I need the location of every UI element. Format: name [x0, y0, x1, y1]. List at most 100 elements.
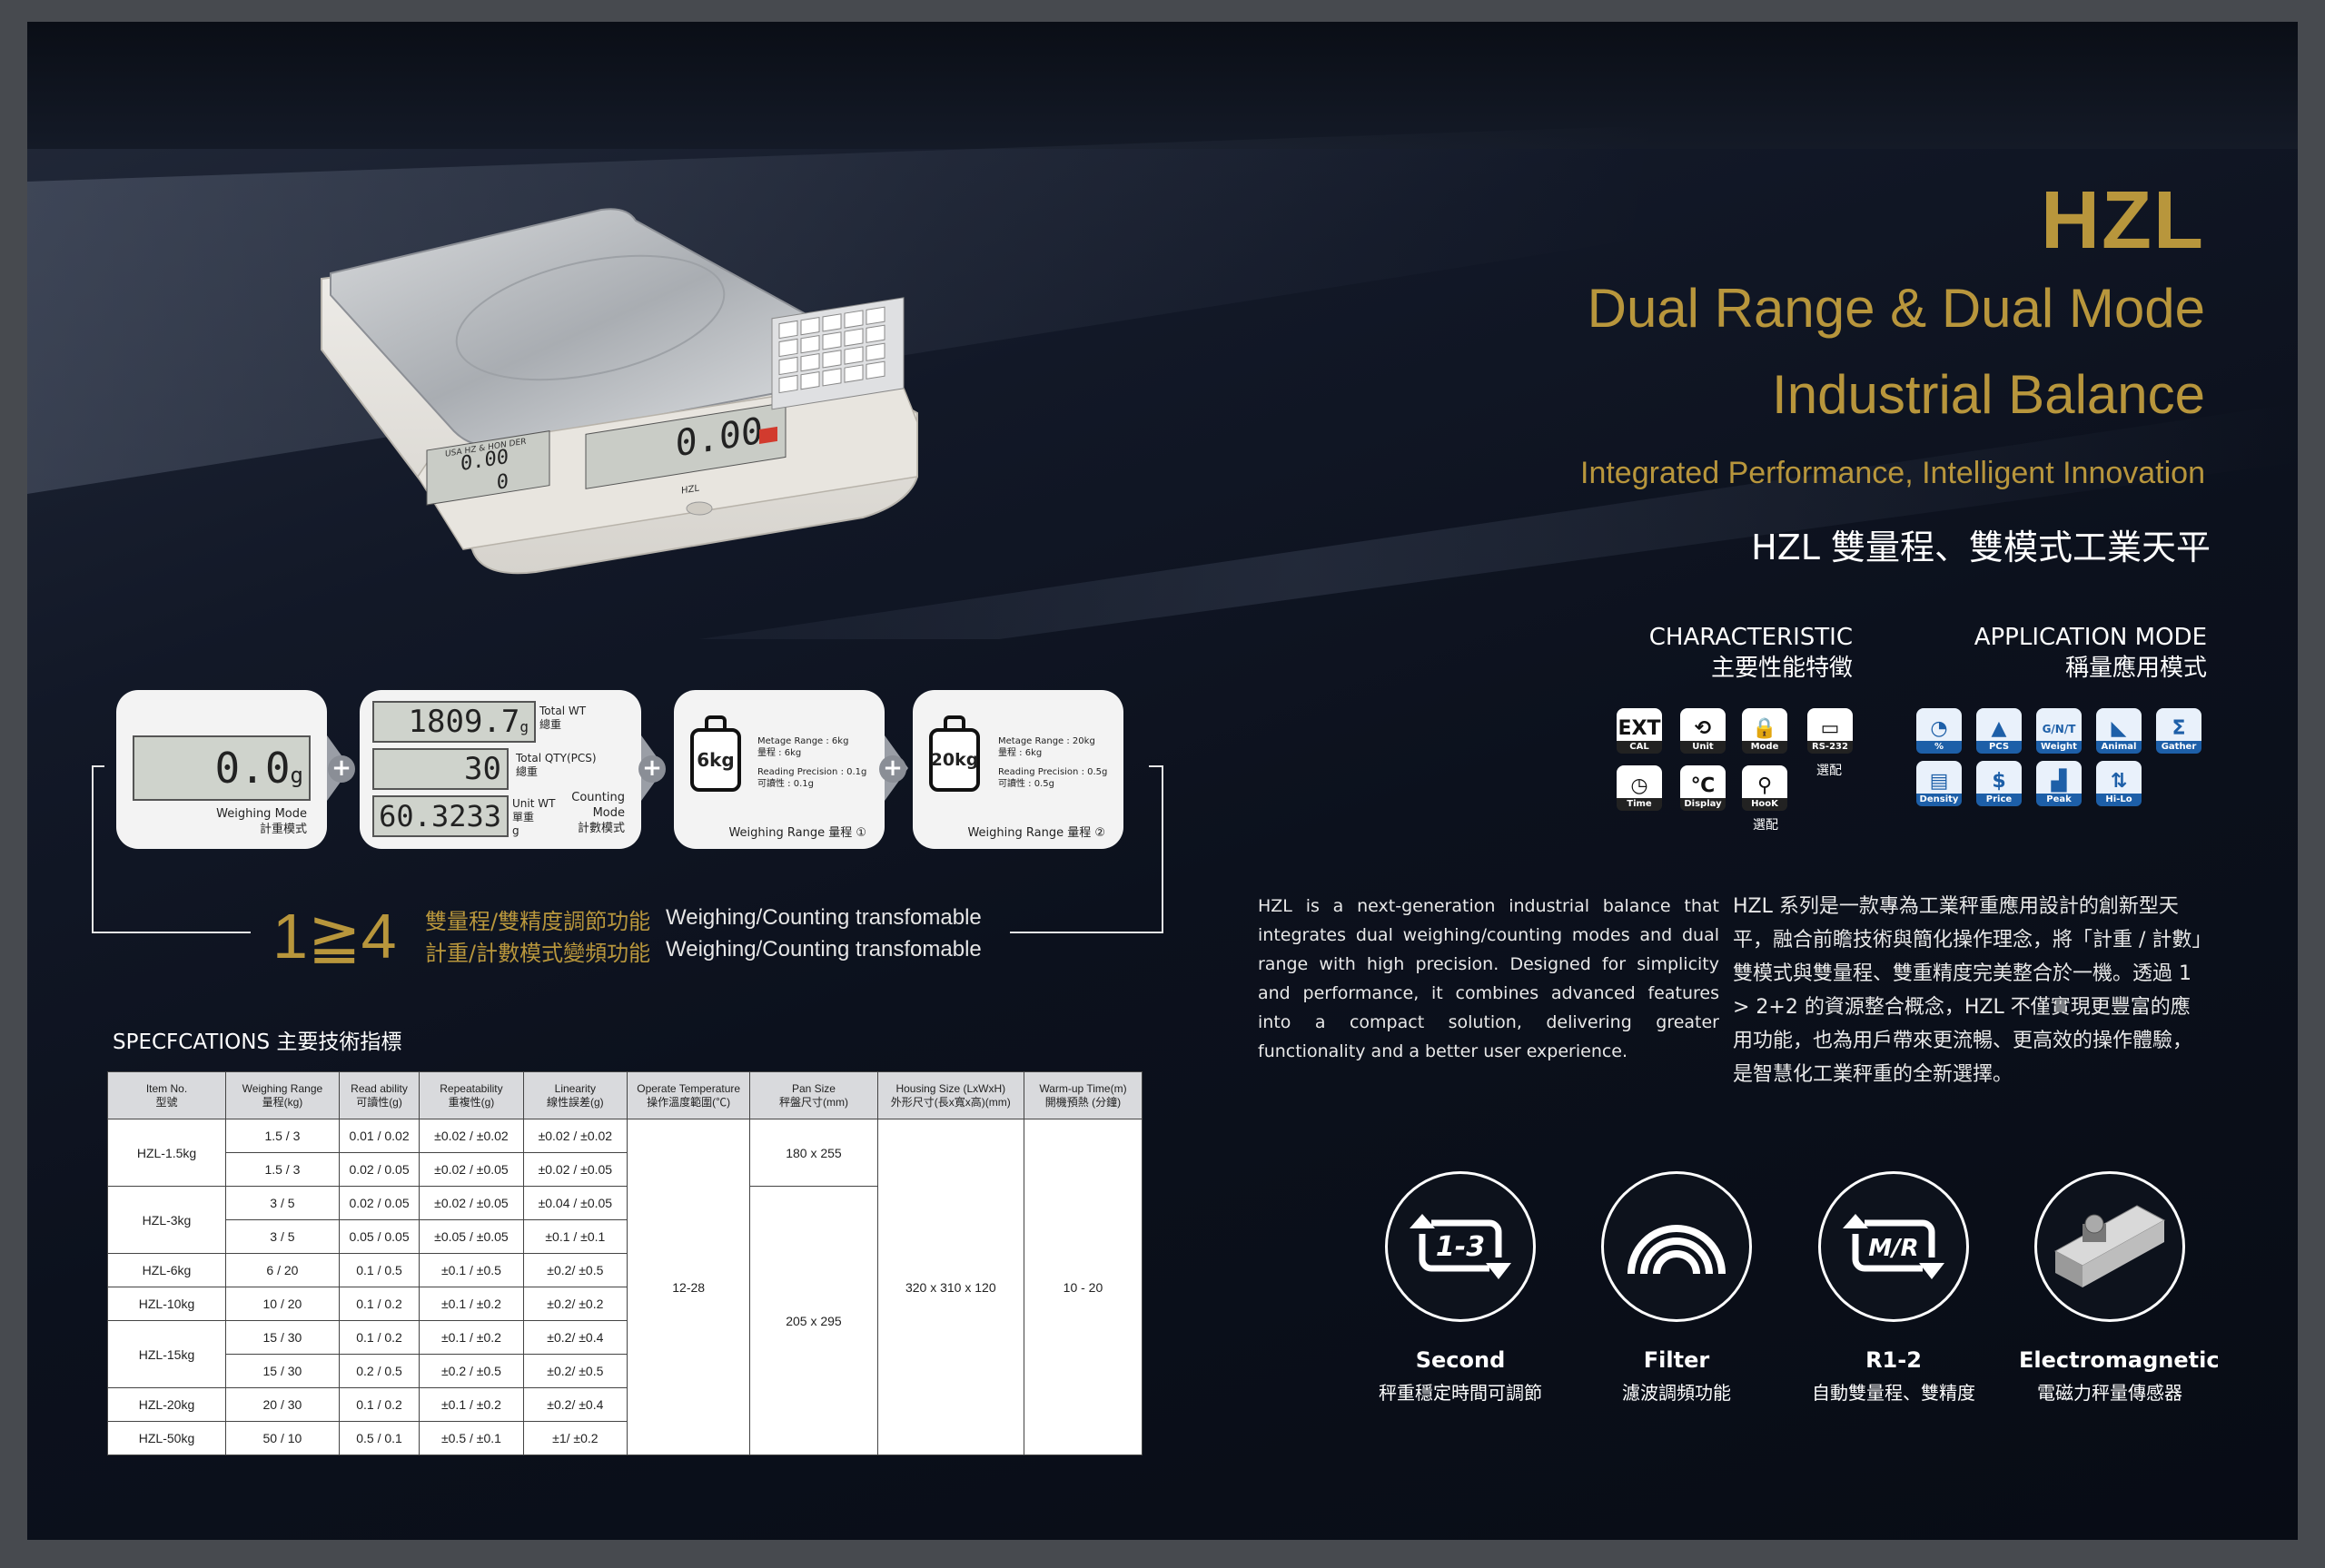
peak-icon-glyph: ▟	[2051, 770, 2067, 793]
hilo-icon-label: Hi-Lo	[2096, 794, 2142, 806]
price-icon: $Price	[1976, 761, 2022, 806]
spec-cell-2: ±0.5 / ±0.1	[419, 1421, 524, 1455]
gather-icon-label: Gather	[2156, 741, 2201, 754]
price-icon-label: Price	[1976, 794, 2022, 806]
spec-cell-2: ±0.02 / ±0.02	[419, 1119, 524, 1153]
mode-icon: 🔒Mode	[1742, 708, 1787, 754]
unit-icon: ⟲Unit	[1680, 708, 1726, 754]
spec-cell-3: ±0.04 / ±0.05	[522, 1186, 628, 1220]
filter-icon	[1601, 1171, 1752, 1322]
spec-cell-0: 6 / 20	[225, 1253, 340, 1287]
rs232-icon-label: RS-232	[1807, 741, 1853, 754]
spec-cell-1: 0.02 / 0.05	[338, 1152, 420, 1187]
weight-icon-glyph: G/N/T	[2042, 723, 2076, 735]
scale-display-left-bottom: 0	[497, 469, 509, 495]
bracket-right	[1149, 765, 1163, 933]
ratio-cn-1: 雙量程/雙精度調節功能	[425, 909, 651, 934]
bracket-left	[92, 765, 104, 933]
spec-cell-3: ±0.2/ ±0.2	[522, 1287, 628, 1321]
hook-icon: ⚲HooK	[1742, 765, 1787, 811]
percent-icon-label: %	[1916, 741, 1962, 754]
feature-filter-cn: 濾波調頻功能	[1622, 1382, 1731, 1404]
weight-6kg-icon: 6kg	[690, 728, 741, 792]
spec-cell-3: ±1/ ±0.2	[522, 1421, 628, 1455]
spec-cell-3: ±0.02 / ±0.02	[522, 1119, 628, 1153]
product-subtitle-1: Dual Range & Dual Mode	[1587, 278, 2205, 339]
spec-cell-0: 15 / 30	[225, 1354, 340, 1388]
mode-icon-label: Mode	[1742, 741, 1787, 754]
characteristic-heading: CHARACTERISTIC 主要性能特徵	[1626, 622, 1853, 684]
application-title-cn: 稱量應用模式	[2064, 655, 2207, 682]
time-icon-label: Time	[1617, 798, 1662, 811]
plus-2: +	[638, 755, 666, 783]
feature-second-cn: 秤重穩定時間可調節	[1379, 1382, 1542, 1404]
spec-cell-3: ±0.2/ ±0.5	[522, 1354, 628, 1388]
rs232-icon-glyph: ▭	[1820, 717, 1840, 740]
product-title: HZL	[2041, 175, 2205, 266]
hook-icon-glyph: ⚲	[1756, 774, 1773, 797]
animal-icon: ◣Animal	[2096, 708, 2142, 754]
animal-icon-label: Animal	[2096, 741, 2142, 754]
spec-cell-0: 15 / 30	[225, 1320, 340, 1355]
unit-wt-lcd: 60.3233	[372, 795, 509, 837]
feature-r12-cn: 自動雙量程、雙精度	[1812, 1382, 1975, 1404]
spec-cell-0: 1.5 / 3	[225, 1152, 340, 1187]
description-en: HZL is a next-generation industrial bala…	[1258, 896, 1719, 1061]
spec-cell-3: ±0.2/ ±0.5	[522, 1253, 628, 1287]
ratio-en-1: Weighing/Counting transfomable	[666, 905, 982, 930]
feature-electromagnetic-cn: 電磁力秤量傳感器	[2037, 1382, 2182, 1404]
spec-cell-0: 50 / 10	[225, 1421, 340, 1455]
spec-cell-1: 0.01 / 0.02	[338, 1119, 420, 1153]
weight-handle-2	[944, 715, 965, 730]
feature-electromagnetic-en: Electromagnetic	[2019, 1347, 2220, 1373]
total-qty-label: Total QTY(PCS)總重	[516, 752, 597, 778]
spec-cell-0: 3 / 5	[225, 1186, 340, 1220]
spec-cell-1: 0.1 / 0.5	[338, 1253, 420, 1287]
specs-title: SPECFCATIONS 主要技術指標	[113, 1031, 402, 1054]
pcs-icon-glyph: ▲	[1991, 717, 2007, 740]
display-icon-label: Display	[1680, 798, 1726, 811]
range-1-caption: Weighing Range 量程 ①	[728, 826, 866, 840]
spec-cell-3: ±0.2/ ±0.4	[522, 1387, 628, 1422]
spec-header-8: Warm-up Time(m)開機預熱 (分鐘)	[1023, 1071, 1143, 1119]
density-icon-label: Density	[1916, 794, 1962, 806]
tagline: Integrated Performance, Intelligent Inno…	[1580, 456, 2205, 490]
time-icon: ◷Time	[1617, 765, 1662, 811]
rs232-optional-note: 選配	[1816, 764, 1842, 778]
feature-electromagnetic: Electromagnetic 電磁力秤量傳感器	[2019, 1171, 2220, 1405]
spec-model: HZL-6kg	[106, 1253, 227, 1287]
spec-model: HZL-1.5kg	[106, 1119, 227, 1187]
spec-cell-1: 0.1 / 0.2	[338, 1387, 420, 1422]
spec-cell-3: ±0.02 / ±0.05	[522, 1152, 628, 1187]
spec-cell-0: 1.5 / 3	[225, 1119, 340, 1153]
top-band	[27, 22, 2298, 149]
svg-text:1-3: 1-3	[1436, 1231, 1485, 1263]
spec-cell-0: 3 / 5	[225, 1219, 340, 1254]
range-switch-icon: M/R	[1818, 1171, 1969, 1322]
price-icon-glyph: $	[1992, 770, 2006, 793]
weighing-lcd: 0.0g	[133, 735, 311, 801]
spec-model: HZL-3kg	[106, 1186, 227, 1254]
spec-header-7: Housing Size (LxWxH)外形尺寸(長x寬x高)(mm)	[876, 1071, 1024, 1119]
